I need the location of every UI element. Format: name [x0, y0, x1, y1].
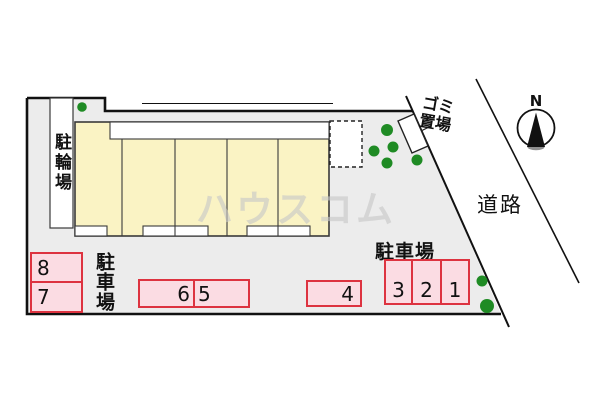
- building: [74, 121, 330, 237]
- tree-icon: [480, 299, 494, 313]
- tree-icon: [368, 145, 380, 157]
- site-boundary-left-bottom: [25, 98, 501, 316]
- parking-space-2: 2: [411, 259, 442, 305]
- parking-space-7: 7: [30, 281, 83, 313]
- tree-icon: [411, 154, 423, 166]
- road-label: 道路: [477, 193, 523, 217]
- tree-icon: [381, 124, 393, 136]
- bicycle-parking-box: [49, 97, 74, 229]
- bicycle-parking-label: 駐輪場: [51, 133, 71, 193]
- garbage-label-tick: [420, 125, 432, 132]
- tree-icon: [476, 275, 488, 287]
- parking-label-right: 駐車場: [375, 241, 436, 263]
- compass-north-icon: [516, 108, 556, 151]
- parking-space-5: 5: [193, 279, 250, 308]
- garbage-area-label: ゴミ置場: [418, 93, 456, 135]
- tree-icon: [387, 141, 399, 153]
- parking-space-8: 8: [30, 252, 83, 283]
- tree-icons: [77, 102, 494, 313]
- building-unit-dividers: [121, 139, 279, 236]
- entrance-porch: [74, 225, 108, 237]
- building-corridor: [109, 121, 330, 140]
- parking-space-4: 4: [306, 280, 362, 307]
- compass-north-label: N: [529, 92, 543, 110]
- parking-space-3: 3: [384, 259, 413, 305]
- watermark-text: ハウスコム: [196, 188, 396, 231]
- parking-space-1: 1: [440, 259, 470, 305]
- parking-space-6: 6: [138, 279, 195, 308]
- building-annex-dashed: [329, 120, 363, 168]
- tree-icon: [381, 157, 393, 169]
- parking-label-left: 駐車場: [93, 252, 115, 312]
- tree-icon: [77, 102, 87, 112]
- road-edge-line: [475, 78, 580, 284]
- garbage-box: [397, 113, 429, 154]
